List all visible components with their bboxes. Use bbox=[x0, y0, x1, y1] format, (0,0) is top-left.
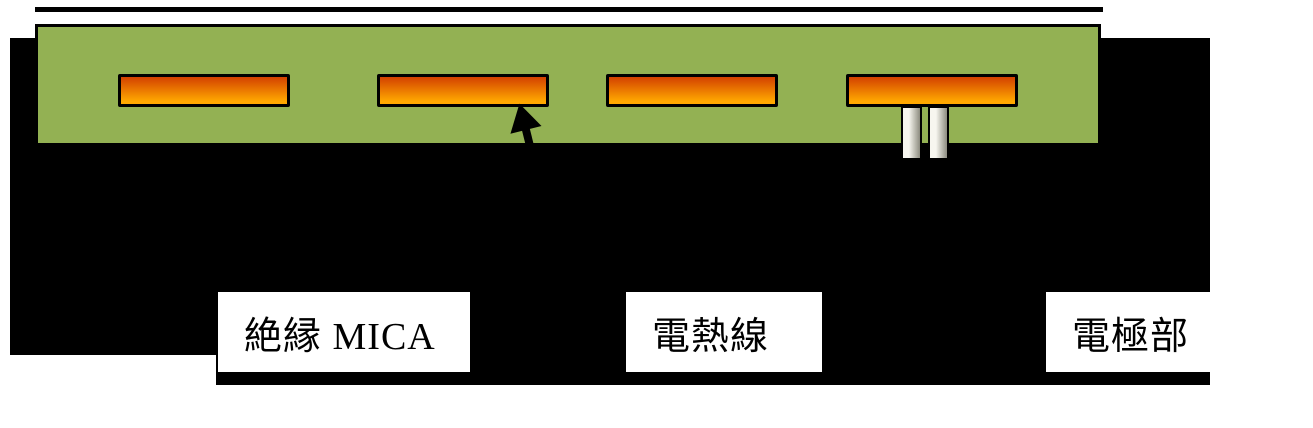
label-box-mica: 絶縁 MICA bbox=[218, 292, 470, 372]
heating-wire-strip-4 bbox=[846, 74, 1018, 107]
board-top-edge-line bbox=[35, 7, 1103, 12]
electrode-pin-right bbox=[928, 106, 949, 160]
heating-wire-strip-3 bbox=[606, 74, 778, 107]
heating-wire-strip-2 bbox=[377, 74, 549, 107]
heating-wire-strip-1 bbox=[118, 74, 290, 107]
label-text-heater-wire: 電熱線 bbox=[652, 315, 770, 358]
up-arrow-icon bbox=[510, 103, 542, 149]
label-box-electrode: 電極部 bbox=[1046, 292, 1283, 372]
electrode-pin-left bbox=[901, 106, 922, 160]
label-text-electrode: 電極部 bbox=[1072, 315, 1190, 358]
label-text-mica: 絶縁 MICA bbox=[244, 315, 436, 358]
label-box-heater-wire: 電熱線 bbox=[626, 292, 822, 372]
